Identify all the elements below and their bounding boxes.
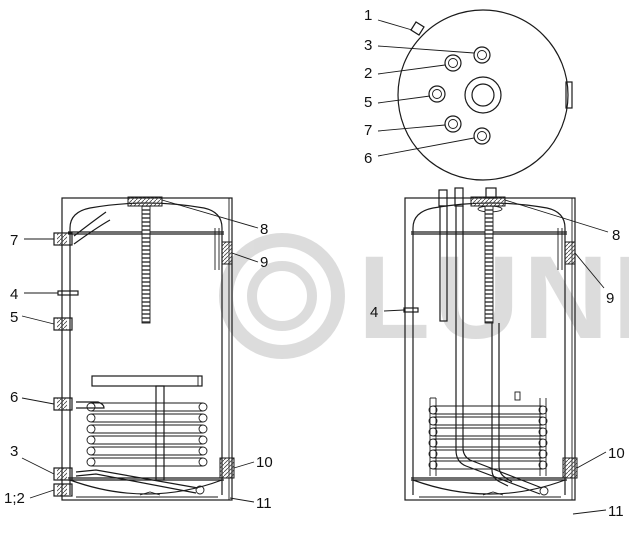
callout-top-2: 2 <box>364 65 372 82</box>
callout-left-6: 6 <box>10 389 18 406</box>
left-nozzle-4 <box>57 290 79 296</box>
callout-left-7: 7 <box>10 232 18 249</box>
top-port-3 <box>473 46 491 64</box>
callout-left-5: 5 <box>10 309 18 326</box>
top-port-6 <box>473 127 491 145</box>
left-socket-10 <box>219 457 235 479</box>
callout-top-7: 7 <box>364 122 372 139</box>
right-center-tube <box>491 323 509 487</box>
left-socket-9 <box>221 241 233 265</box>
callout-top-5: 5 <box>364 94 372 111</box>
left-view: 7 8 9 4 5 6 3 10 1;2 11 <box>4 196 273 512</box>
left-curved-pipe <box>73 211 107 237</box>
left-heating-coil <box>75 375 208 495</box>
top-nozzle-1 <box>410 21 425 36</box>
watermark-text: LUND <box>358 232 629 364</box>
right-socket-9 <box>564 241 576 265</box>
watermark: LUND <box>219 232 629 364</box>
tank-top-outline <box>397 9 569 181</box>
right-heating-coil <box>428 391 548 476</box>
callout-left-9: 9 <box>260 254 268 271</box>
callout-left-11: 11 <box>256 495 272 512</box>
right-top-nozzle-c <box>485 187 497 199</box>
callout-right-8: 8 <box>612 227 620 244</box>
callout-right-9: 9 <box>606 290 614 307</box>
central-flange-inner <box>471 83 495 107</box>
callout-top-3: 3 <box>364 37 372 54</box>
callout-right-10: 10 <box>608 445 625 462</box>
top-port-7 <box>444 115 462 133</box>
callout-left-8: 8 <box>260 221 268 238</box>
callout-right-4: 4 <box>370 304 378 321</box>
callout-top-1: 1 <box>364 7 372 24</box>
callout-right-11: 11 <box>608 503 624 520</box>
watermark-ring-icon <box>219 233 345 359</box>
top-side-flange <box>565 81 573 109</box>
right-view: 8 9 4 10 11 <box>370 187 625 520</box>
right-anode <box>484 205 494 324</box>
watermark-core-icon <box>247 261 317 331</box>
right-socket-10 <box>562 457 578 479</box>
top-view: 1 3 2 5 7 6 <box>364 7 573 181</box>
top-port-2 <box>444 54 462 72</box>
callout-top-6: 6 <box>364 150 372 167</box>
central-flange-outer <box>464 76 502 114</box>
right-top-nozzle-b <box>454 187 464 207</box>
right-short-tube <box>439 205 448 322</box>
left-anode <box>141 205 151 324</box>
left-top-flange <box>127 196 163 207</box>
callout-left-10: 10 <box>256 454 273 471</box>
callout-left-3: 3 <box>10 443 18 460</box>
callout-left-1-2: 1;2 <box>4 490 25 507</box>
callout-left-4: 4 <box>10 286 18 303</box>
top-port-5 <box>428 85 446 103</box>
